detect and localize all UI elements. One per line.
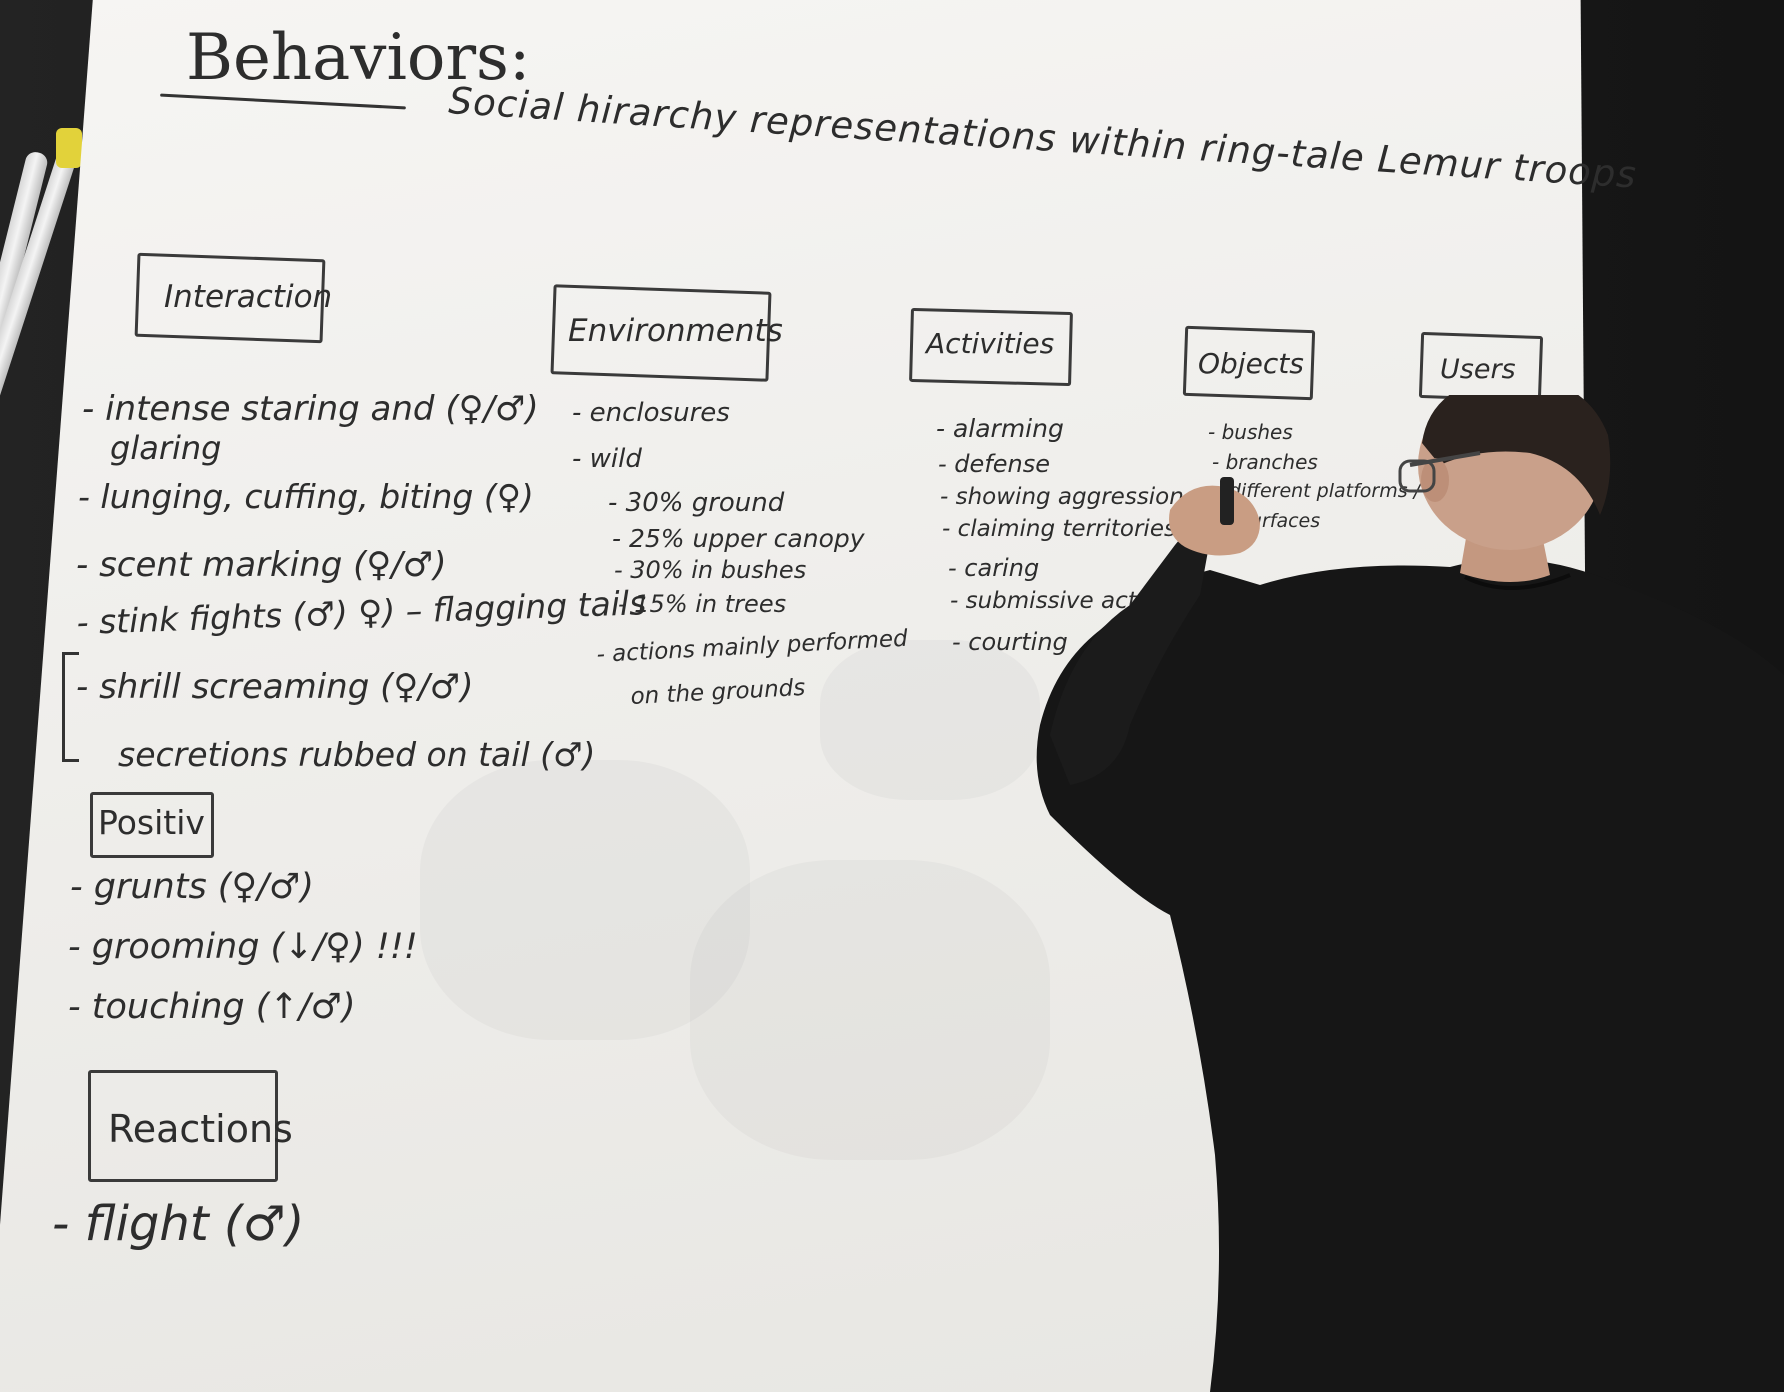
board-smudge xyxy=(420,760,750,1040)
objects-item: surfaces xyxy=(1240,510,1321,532)
reactions-item: - flight (♂) xyxy=(52,1196,305,1252)
environments-item: - 30% ground xyxy=(608,488,785,518)
environments-item: - 25% upper canopy xyxy=(612,524,865,553)
glasses-icon xyxy=(1409,451,1481,467)
board-smudge xyxy=(820,640,1040,800)
board-smudge xyxy=(690,860,1050,1160)
person-writing xyxy=(1036,395,1784,1392)
reactions-heading: Reactions xyxy=(108,1107,293,1151)
activities-item: - courting xyxy=(952,628,1068,656)
necklace xyxy=(1464,573,1571,590)
interaction-item: - shrill screaming (♀/♂) xyxy=(76,667,474,707)
marker-pen xyxy=(1220,477,1234,525)
activities-item: - alarming xyxy=(936,414,1064,443)
environments-item: - 30% in bushes xyxy=(614,556,807,584)
interaction-item: glaring xyxy=(110,429,222,467)
environments-item: - 15% in trees xyxy=(618,590,787,618)
hand xyxy=(1169,485,1260,556)
objects-heading: Objects xyxy=(1198,347,1304,380)
positiv-item: - grooming (↓/♀) !!! xyxy=(68,927,418,967)
reactions-heading-box xyxy=(88,1070,278,1182)
activities-item: - showing aggression xyxy=(940,484,1184,510)
raised-arm xyxy=(1050,533,1210,785)
activities-item: - defense xyxy=(938,450,1050,478)
interaction-item: - intense staring and (♀/♂) xyxy=(82,389,539,429)
environments-item: - enclosures xyxy=(572,398,730,428)
positiv-heading-box xyxy=(90,792,214,858)
activities-item: - claiming territories xyxy=(942,516,1176,542)
interaction-item: secretions rubbed on tail (♂) xyxy=(118,735,596,774)
users-heading: Users xyxy=(1440,354,1516,385)
sweater xyxy=(1036,559,1784,1392)
objects-item: - bushes xyxy=(1208,420,1293,444)
interaction-heading: Interaction xyxy=(164,279,333,315)
activities-heading: Activities xyxy=(926,327,1055,360)
objects-item: - branches xyxy=(1212,450,1318,474)
linking-bracket xyxy=(62,652,79,762)
tape-marker xyxy=(56,128,82,168)
board-title: Behaviors: xyxy=(186,21,531,95)
positiv-item: - grunts (♀/♂) xyxy=(70,867,314,907)
hair xyxy=(1422,395,1611,515)
interaction-item: - lunging, cuffing, biting (♀) xyxy=(78,477,534,516)
activities-item: - caring xyxy=(948,554,1040,582)
environments-item: - wild xyxy=(572,444,642,474)
positiv-item: - touching (↑/♂) xyxy=(68,987,356,1027)
objects-item: - different platforms / xyxy=(1216,480,1421,502)
environments-heading: Environments xyxy=(568,313,783,349)
activities-item: - submissive actions xyxy=(950,588,1184,614)
positiv-heading: Positiv xyxy=(98,803,205,842)
interaction-item: - scent marking (♀/♂) xyxy=(76,545,447,585)
